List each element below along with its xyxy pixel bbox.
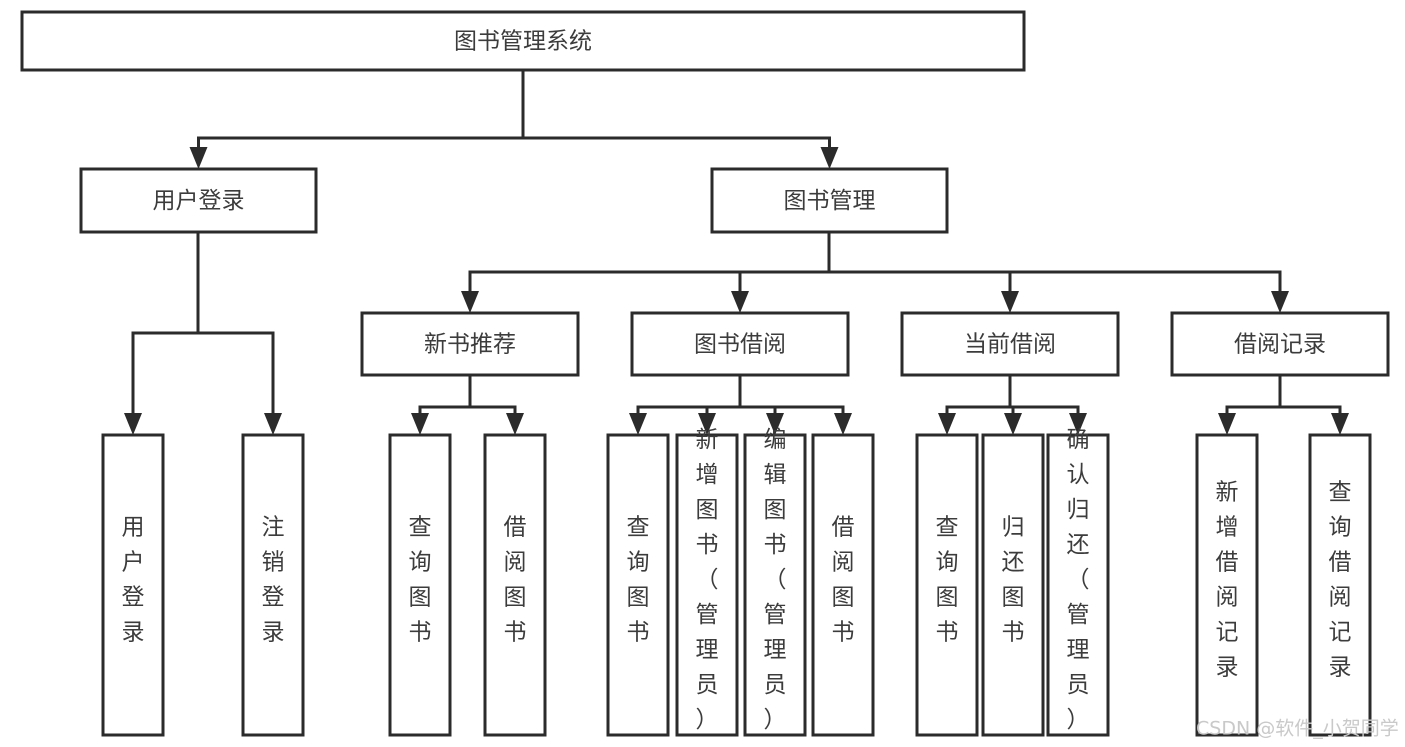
node-leaf-query-book-cur[interactable]: 查询图书 (915, 433, 979, 737)
node-box-book-borrow[interactable] (630, 311, 850, 377)
node-leaf-borrow-book-bor[interactable]: 借阅图书 (811, 433, 875, 737)
node-label-leaf-user-logout: 注销登录 (262, 515, 285, 646)
edge-book-manage-to-level3-arrowhead-2 (1001, 291, 1019, 313)
node-book-manage[interactable]: 图书管理 (710, 167, 949, 234)
node-box-leaf-user-login[interactable] (101, 433, 165, 737)
node-new-book-rec[interactable]: 新书推荐 (360, 311, 580, 377)
node-box-leaf-add-borrow-record[interactable] (1195, 433, 1259, 737)
node-box-leaf-edit-book-admin[interactable] (743, 433, 807, 737)
node-undefined[interactable]: 图书管理系统 (20, 10, 1026, 72)
node-leaf-query-book-bor[interactable]: 查询图书 (606, 433, 670, 737)
node-box-leaf-add-book-admin[interactable] (675, 433, 739, 737)
edge-book-borrow-to-leaves-arrowhead-2 (766, 413, 784, 435)
node-label-leaf-confirm-return-admin: 确认归还（管理员） (1067, 427, 1090, 733)
node-leaf-add-book-admin[interactable]: 新增图书（管理员） (675, 427, 739, 737)
edge-root-to-level2-arrowhead-1 (820, 147, 839, 169)
edge-new-book-rec-to-leaves-arrowhead-1 (506, 413, 524, 435)
node-leaf-query-borrow-record[interactable]: 查询借阅记录 (1308, 433, 1372, 737)
node-label-leaf-query-book-cur: 查询图书 (936, 515, 959, 646)
edge-root-to-level2-arrowhead-0 (189, 147, 208, 169)
node-box-new-book-rec[interactable] (360, 311, 580, 377)
node-leaf-query-book-rec[interactable]: 查询图书 (388, 433, 452, 737)
node-leaf-edit-book-admin[interactable]: 编辑图书（管理员） (743, 427, 807, 737)
node-box-current-borrow[interactable] (900, 311, 1120, 377)
csdn-watermark: CSDN @软件_小贺同学 (1196, 718, 1399, 740)
node-label-book-manage: 图书管理 (784, 188, 876, 214)
node-label-user-login: 用户登录 (153, 188, 245, 214)
node-leaf-add-borrow-record[interactable]: 新增借阅记录 (1195, 433, 1259, 737)
node-label-borrow-record: 借阅记录 (1234, 332, 1326, 358)
node-label-leaf-borrow-book-bor: 借阅图书 (832, 515, 855, 646)
node-label-leaf-query-book-rec: 查询图书 (409, 515, 432, 646)
node-label-leaf-query-borrow-record: 查询借阅记录 (1329, 480, 1352, 681)
node-boxes-layer: 图书管理系统用户登录图书管理新书推荐图书借阅当前借阅借阅记录用户登录注销登录查询… (20, 10, 1390, 737)
node-label-leaf-query-book-bor: 查询图书 (627, 515, 650, 646)
edge-book-manage-to-level3-arrowhead-0 (461, 291, 479, 313)
connectors-layer (124, 68, 1349, 435)
edge-book-manage-to-level3-arrowhead-1 (731, 291, 749, 313)
node-leaf-borrow-book-rec[interactable]: 借阅图书 (483, 433, 547, 737)
node-label-current-borrow: 当前借阅 (964, 332, 1056, 358)
node-box-leaf-query-borrow-record[interactable] (1308, 433, 1372, 737)
node-leaf-user-logout[interactable]: 注销登录 (241, 433, 305, 737)
edge-borrow-record-to-leaves-arrowhead-0 (1218, 413, 1236, 435)
node-box-undefined[interactable] (20, 10, 1026, 72)
node-box-leaf-return-book[interactable] (981, 433, 1045, 737)
node-box-user-login[interactable] (79, 167, 318, 234)
node-borrow-record[interactable]: 借阅记录 (1170, 311, 1390, 377)
node-label-leaf-borrow-book-rec: 借阅图书 (504, 515, 527, 646)
node-label-leaf-add-book-admin: 新增图书（管理员） (696, 427, 719, 733)
edge-user-login-to-leaves-arrowhead-1 (264, 413, 282, 435)
node-box-leaf-query-book-rec[interactable] (388, 433, 452, 737)
node-label-leaf-user-login: 用户登录 (122, 515, 145, 646)
edge-current-borrow-to-leaves-arrowhead-1 (1004, 413, 1022, 435)
edge-user-login-to-leaves-arrowhead-0 (124, 413, 142, 435)
edge-book-borrow-to-leaves-arrowhead-1 (698, 413, 716, 435)
node-label-book-borrow: 图书借阅 (694, 332, 786, 358)
node-box-leaf-borrow-book-bor[interactable] (811, 433, 875, 737)
node-label-leaf-return-book: 归还图书 (1002, 515, 1025, 646)
edge-book-borrow-to-leaves-arrowhead-0 (629, 413, 647, 435)
edge-current-borrow-to-leaves-arrowhead-2 (1069, 413, 1087, 435)
node-label-leaf-edit-book-admin: 编辑图书（管理员） (764, 427, 787, 733)
edge-book-manage-to-level3-arrowhead-3 (1271, 291, 1289, 313)
edge-current-borrow-to-leaves-arrowhead-0 (938, 413, 956, 435)
node-box-leaf-confirm-return-admin[interactable] (1046, 433, 1110, 737)
edge-borrow-record-to-leaves-arrowhead-1 (1331, 413, 1349, 435)
node-leaf-user-login[interactable]: 用户登录 (101, 433, 165, 737)
node-label-undefined: 图书管理系统 (454, 29, 592, 55)
node-box-leaf-borrow-book-rec[interactable] (483, 433, 547, 737)
node-label-leaf-add-borrow-record: 新增借阅记录 (1216, 480, 1239, 681)
node-box-leaf-query-book-bor[interactable] (606, 433, 670, 737)
node-label-new-book-rec: 新书推荐 (424, 332, 516, 358)
node-box-borrow-record[interactable] (1170, 311, 1390, 377)
node-box-book-manage[interactable] (710, 167, 949, 234)
node-box-leaf-query-book-cur[interactable] (915, 433, 979, 737)
node-book-borrow[interactable]: 图书借阅 (630, 311, 850, 377)
node-user-login[interactable]: 用户登录 (79, 167, 318, 234)
node-leaf-return-book[interactable]: 归还图书 (981, 433, 1045, 737)
node-box-leaf-user-logout[interactable] (241, 433, 305, 737)
node-leaf-confirm-return-admin[interactable]: 确认归还（管理员） (1046, 427, 1110, 737)
edge-new-book-rec-to-leaves-arrowhead-0 (411, 413, 429, 435)
edge-book-borrow-to-leaves-arrowhead-3 (834, 413, 852, 435)
node-current-borrow[interactable]: 当前借阅 (900, 311, 1120, 377)
